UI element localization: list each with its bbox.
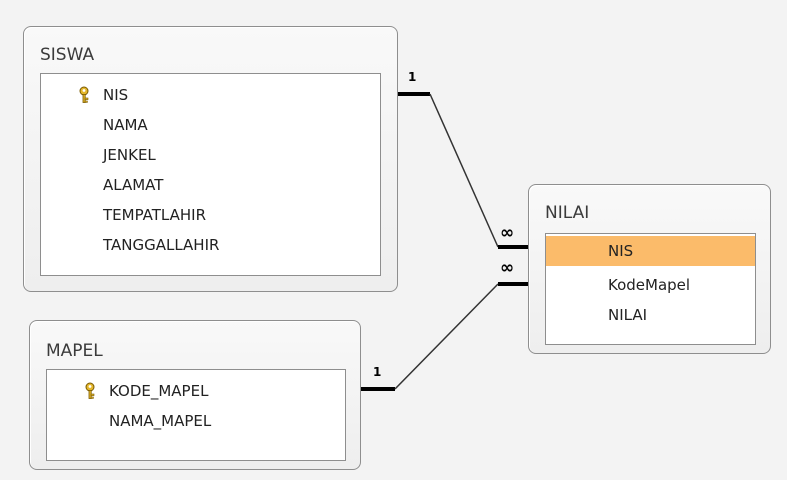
field-label: NIS (103, 86, 129, 104)
table-title: NILAI (545, 203, 590, 223)
field-label: ALAMAT (103, 176, 164, 194)
table-nilai[interactable]: NILAI NIS KodeMapel NILAI (528, 184, 771, 354)
field-nis-selected[interactable]: NIS (546, 236, 755, 266)
field-label: KODE_MAPEL (109, 382, 209, 400)
cardinality-one-mapel: 1 (373, 365, 382, 379)
field-label: TEMPATLAHIR (103, 206, 207, 224)
field-nama-mapel[interactable]: NAMA_MAPEL (47, 406, 345, 436)
field-jenkel[interactable]: JENKEL (41, 140, 380, 170)
field-nilai[interactable]: NILAI (546, 300, 755, 330)
field-label: NILAI (608, 306, 648, 324)
field-label: NIS (608, 242, 634, 260)
field-list[interactable]: NIS NAMA JENKEL ALAMAT TEMPATLAHIR TANGG… (40, 73, 381, 276)
table-title: MAPEL (46, 341, 103, 361)
relationship-siswa-nilai[interactable] (398, 92, 528, 249)
relationship-mapel-nilai[interactable] (361, 282, 528, 391)
cardinality-many-nilai-kodemapel: ∞ (500, 258, 515, 278)
field-tempatlahir[interactable]: TEMPATLAHIR (41, 200, 380, 230)
field-label: KodeMapel (608, 276, 691, 294)
field-tanggallahir[interactable]: TANGGALLAHIR (41, 230, 380, 260)
field-kode-mapel[interactable]: KODE_MAPEL (47, 376, 345, 406)
table-siswa[interactable]: SISWA NIS NAMA JENKEL ALAMAT TEMPATLAHIR… (23, 26, 398, 292)
table-title: SISWA (40, 45, 95, 65)
table-mapel[interactable]: MAPEL KODE_MAPEL NAMA_MAPEL (29, 320, 361, 470)
field-label: NAMA_MAPEL (109, 412, 212, 430)
field-nama[interactable]: NAMA (41, 110, 380, 140)
field-list[interactable]: KODE_MAPEL NAMA_MAPEL (46, 369, 346, 461)
field-nis[interactable]: NIS (41, 80, 380, 110)
field-alamat[interactable]: ALAMAT (41, 170, 380, 200)
field-kodemapel[interactable]: KodeMapel (546, 270, 755, 300)
cardinality-one-siswa: 1 (408, 70, 417, 84)
cardinality-many-nilai-nis: ∞ (500, 223, 515, 243)
field-label: TANGGALLAHIR (103, 236, 220, 254)
key-icon (85, 382, 95, 399)
field-label: JENKEL (103, 146, 156, 164)
field-list[interactable]: NIS KodeMapel NILAI (545, 233, 756, 345)
key-icon (79, 86, 89, 103)
field-label: NAMA (103, 116, 148, 134)
